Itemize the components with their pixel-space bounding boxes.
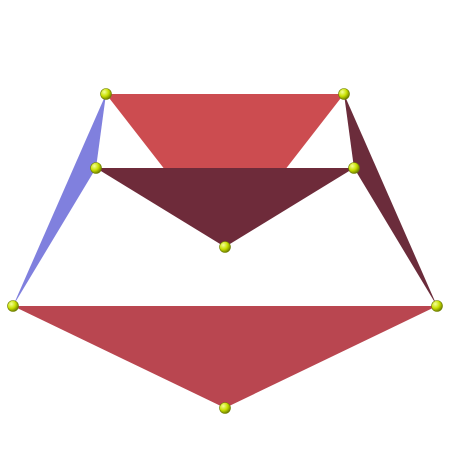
bottom-triangle-face <box>13 306 437 408</box>
right-sliver-face <box>344 94 437 306</box>
middle-triangle-face <box>96 168 354 247</box>
vertex-middle-left <box>90 162 102 174</box>
vertex-far-right <box>431 300 443 312</box>
vertex-top-left <box>100 88 112 100</box>
vertex-far-left <box>7 300 19 312</box>
vertex-top-right <box>338 88 350 100</box>
vertex-middle-bottom <box>219 241 231 253</box>
vertices <box>7 88 443 414</box>
vertex-middle-right <box>348 162 360 174</box>
left-sliver-face <box>13 94 106 306</box>
faces <box>13 94 437 408</box>
vertex-bottom <box>219 402 231 414</box>
